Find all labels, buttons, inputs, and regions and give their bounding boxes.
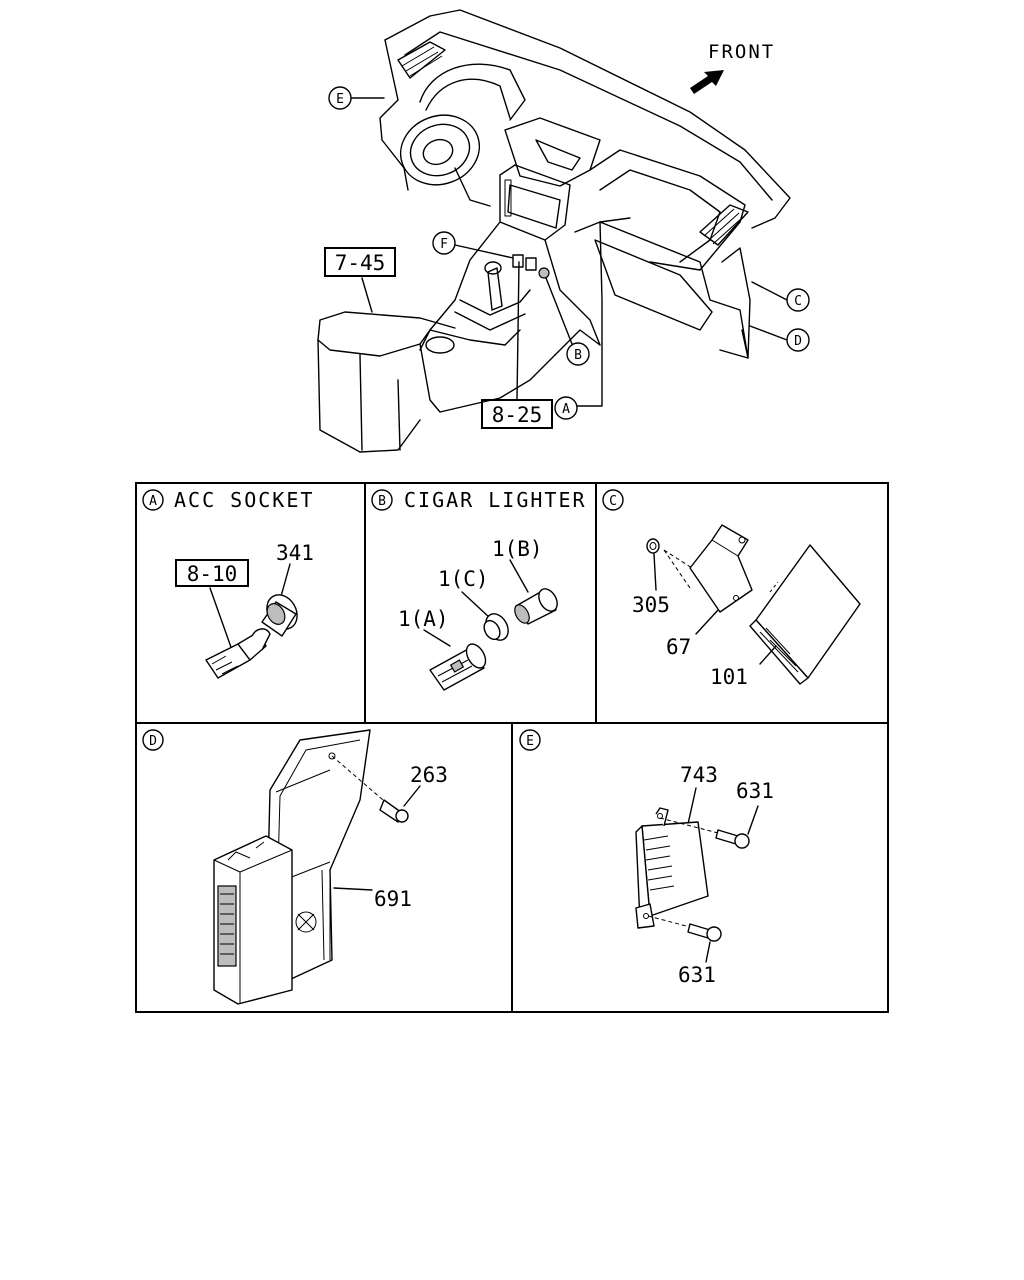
bolt-631-lower-icon <box>647 915 722 942</box>
ref-box-8-10 <box>175 559 249 587</box>
part-743-label: 743 <box>680 763 718 787</box>
part-631-lower-label: 631 <box>678 963 716 987</box>
callout-e-letter: E <box>336 92 344 107</box>
acc-socket-connector-icon <box>205 628 271 679</box>
part-341-label: 341 <box>276 541 314 565</box>
panel-d-letter: D <box>149 734 157 749</box>
module-101-icon <box>749 544 861 685</box>
callout-b <box>566 342 590 366</box>
panel-b: B CIGAR LIGHTER 1(B) 1(C) 1(A) <box>371 488 587 691</box>
panel-d: D 263 691 <box>142 729 448 1005</box>
front-arrow-icon <box>690 70 724 94</box>
callout-b-letter: B <box>574 348 582 363</box>
part-631-upper-label: 631 <box>736 779 774 803</box>
part-305-label: 305 <box>632 593 670 617</box>
ref-box-7-45-label: 7-45 <box>335 251 386 275</box>
part-263-label: 263 <box>410 763 448 787</box>
panel-e-letter: E <box>526 734 534 749</box>
bolt-631-upper-icon <box>659 817 750 849</box>
part-1c-label: 1(C) <box>438 567 489 591</box>
part-1b-label: 1(B) <box>492 537 543 561</box>
panel-c-letter: C <box>609 494 617 509</box>
lighter-plug-icon <box>514 588 558 625</box>
panel-a: A ACC SOCKET 8-10 341 <box>142 488 314 679</box>
callout-f-letter: F <box>440 237 448 252</box>
bracket-67-icon <box>663 524 753 613</box>
ref-box-8-25-label: 8-25 <box>492 403 543 427</box>
panel-e: E 743 631 631 <box>519 729 774 987</box>
bracket-691-icon <box>267 729 371 987</box>
part-101-label: 101 <box>710 665 748 689</box>
callout-d-letter: D <box>794 334 802 349</box>
dashboard-overview <box>317 9 791 453</box>
callout-c-letter: C <box>794 294 802 309</box>
panel-c: C 305 67 101 <box>602 489 861 689</box>
bolt-263-icon <box>331 755 409 823</box>
callout-a-letter: A <box>562 402 570 417</box>
panel-c-badge <box>602 489 624 511</box>
panel-b-title: CIGAR LIGHTER <box>404 488 587 512</box>
panel-a-badge <box>142 489 164 511</box>
callout-f <box>432 231 456 255</box>
lighter-socket-icon <box>429 643 487 691</box>
callout-a <box>554 396 578 420</box>
part-67-label: 67 <box>666 635 691 659</box>
module-691-icon <box>213 835 317 1005</box>
overview-labels: FRONT E F 7-45 B A 8-25 C D <box>324 41 810 429</box>
panel-d-badge <box>142 729 164 751</box>
ref-box-7-45 <box>324 247 396 277</box>
detail-grid <box>135 482 889 1013</box>
lighter-ring-icon <box>483 613 509 641</box>
acc-socket-body-icon <box>261 594 298 637</box>
panel-a-title: ACC SOCKET <box>174 488 314 512</box>
panel-b-letter: B <box>378 494 386 509</box>
part-691-label: 691 <box>374 887 412 911</box>
ref-box-8-10-label: 8-10 <box>187 562 238 586</box>
panel-a-letter: A <box>149 494 157 509</box>
module-743-icon <box>635 807 709 929</box>
nut-305-icon <box>646 538 660 554</box>
panel-b-badge <box>371 489 393 511</box>
part-1a-label: 1(A) <box>398 607 449 631</box>
front-label: FRONT <box>708 41 775 63</box>
panel-e-badge <box>519 729 541 751</box>
